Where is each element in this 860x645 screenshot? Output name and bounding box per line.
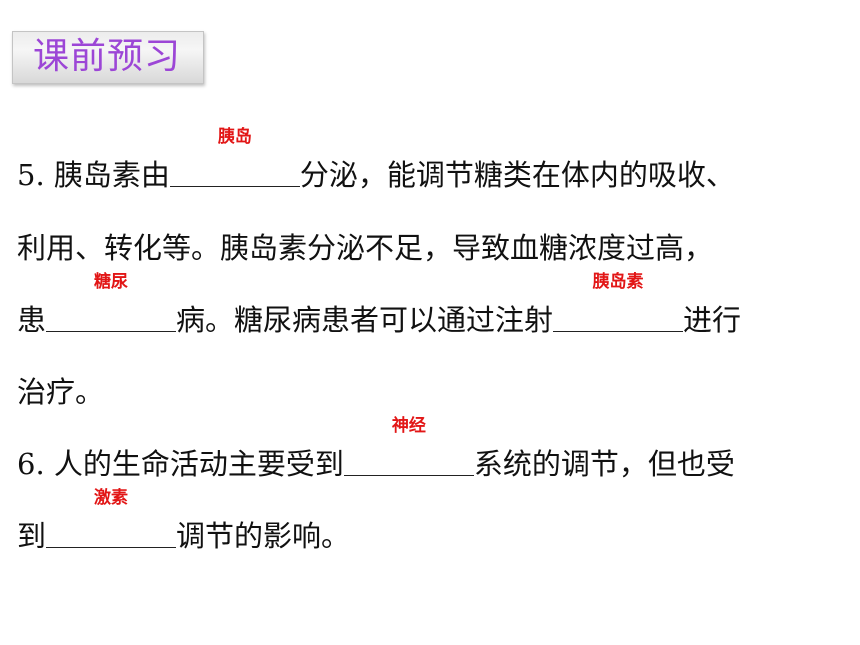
question-6-number: 6. [17,447,45,481]
question-5-line-4: 治疗。 [17,367,104,417]
question-5-answer-1: 胰岛 [217,127,252,147]
question-5-text-2: 利用、转化等。胰岛素分泌不足，导致血糖浓度过高， [17,231,714,265]
question-5-text-3c: 进行 [683,303,742,337]
section-title: 课前预习 [33,36,182,77]
question-5-blank-2[interactable]: 糖尿 [46,272,177,332]
question-5-blank-3[interactable]: 胰岛素 [553,272,684,332]
question-6-answer-2: 激素 [94,488,129,508]
question-6-line-2: 到 激素调节的影响。 [17,488,351,561]
question-6-blank-1[interactable]: 神经 [343,416,474,476]
question-5-text-1b: 分泌，能调节糖类在体内的吸收、 [299,158,735,192]
question-6-line-1: 6. 人的生命活动主要受到 神经系统的调节，但也受 [17,416,735,489]
question-5-number: 5. [17,158,45,192]
question-5-blank-1[interactable]: 胰岛 [169,127,300,187]
question-5-line-3: 患 糖尿病。糖尿病患者可以通过注射 胰岛素进行 [17,272,742,345]
question-6-text-2a: 到 [17,519,47,553]
question-5-line-1: 5. 胰岛素由 胰岛分泌，能调节糖类在体内的吸收、 [17,127,735,200]
question-6-answer-1: 神经 [391,416,426,436]
question-6-blank-2[interactable]: 激素 [46,488,177,548]
question-6-text-2b: 调节的影响。 [176,519,351,553]
question-5-text-1a: 胰岛素由 [53,158,170,192]
question-6-text-1a: 人的生命活动主要受到 [53,447,344,481]
question-5-answer-3: 胰岛素 [592,272,644,292]
question-5-line-2: 利用、转化等。胰岛素分泌不足，导致血糖浓度过高， [17,223,713,273]
question-5-text-3b: 病。糖尿病患者可以通过注射 [176,303,554,337]
question-5-text-3a: 患 [17,303,47,337]
question-6-text-1b: 系统的调节，但也受 [473,447,735,481]
section-header-tab: 课前预习 [12,31,204,84]
question-5-text-4: 治疗。 [17,375,105,409]
question-5-answer-2: 糖尿 [94,272,129,292]
